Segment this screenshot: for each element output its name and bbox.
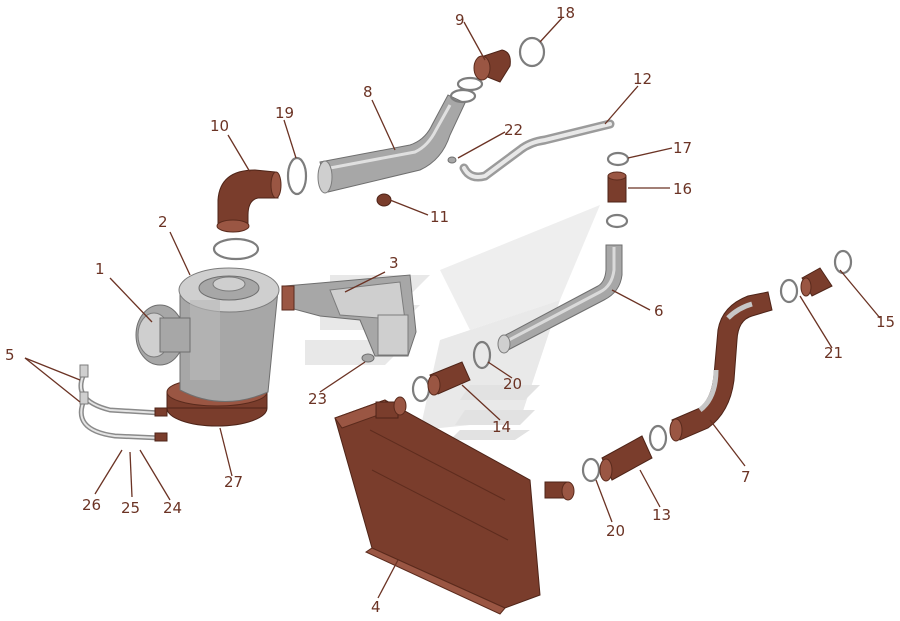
label-13: 13	[652, 506, 671, 524]
clamp-ring-21	[779, 278, 799, 304]
seal-ring-10	[212, 237, 260, 261]
label-21: 21	[824, 344, 843, 362]
label-3: 3	[389, 254, 399, 272]
sleeve-15	[800, 267, 833, 297]
clamp-ring-15b	[833, 249, 853, 275]
label-20b: 20	[606, 522, 625, 540]
plug-11	[376, 193, 392, 207]
label-18: 18	[556, 4, 575, 22]
label-6: 6	[654, 302, 664, 320]
clamp-ring-20-upper	[472, 340, 492, 370]
clamp-straps-5	[78, 364, 168, 442]
intake-pipe-8	[317, 94, 466, 194]
label-10: 10	[210, 117, 229, 135]
label-2: 2	[158, 213, 168, 231]
label-1: 1	[95, 260, 105, 278]
label-24: 24	[163, 499, 182, 517]
bracket-3	[281, 274, 417, 357]
label-20a: 20	[503, 375, 522, 393]
elbow-hose-10	[216, 169, 282, 233]
clamp-ring-17	[606, 151, 630, 167]
clamp-ring-8b	[456, 76, 484, 92]
intercooler-4	[334, 396, 575, 615]
label-27: 27	[224, 473, 243, 491]
part-labels: 1 2 3 4 5 6 7 8 9 10 11 12 13 14 15 16 1…	[5, 4, 895, 616]
sleeve-13	[599, 435, 653, 482]
label-16: 16	[673, 180, 692, 198]
label-26: 26	[82, 496, 101, 514]
leader-lines	[24, 17, 881, 599]
clamp-ring-14a	[411, 375, 431, 403]
label-14: 14	[492, 418, 511, 436]
watermark-logo	[305, 205, 600, 440]
clamp-ring-20-lower	[581, 457, 601, 483]
label-25: 25	[121, 499, 140, 517]
fitting-22	[447, 156, 457, 164]
clamp-ring-18	[518, 36, 546, 68]
label-11: 11	[430, 208, 449, 226]
pipe-6	[497, 244, 623, 354]
label-19: 19	[275, 104, 294, 122]
clamp-ring-16b	[605, 213, 629, 229]
clamp-ring-19	[286, 156, 308, 196]
sleeve-16	[607, 171, 627, 203]
bolt-23	[361, 353, 375, 363]
air-filter-cap-1	[135, 304, 191, 366]
label-12: 12	[633, 70, 652, 88]
thin-pipe-12	[459, 119, 615, 182]
label-9: 9	[455, 11, 465, 29]
curved-hose-7	[669, 291, 773, 442]
label-7: 7	[741, 468, 751, 486]
label-15: 15	[876, 313, 895, 331]
label-5: 5	[5, 346, 15, 364]
sleeve-14	[427, 361, 471, 396]
label-22: 22	[504, 121, 523, 139]
label-4: 4	[371, 598, 381, 616]
clamp-ring-13b	[648, 424, 668, 452]
label-23: 23	[308, 390, 327, 408]
clamp-ring-8a	[449, 88, 477, 104]
label-17: 17	[673, 139, 692, 157]
air-filter-body-2	[178, 267, 280, 402]
hose-9	[473, 49, 511, 83]
label-8: 8	[363, 83, 373, 101]
